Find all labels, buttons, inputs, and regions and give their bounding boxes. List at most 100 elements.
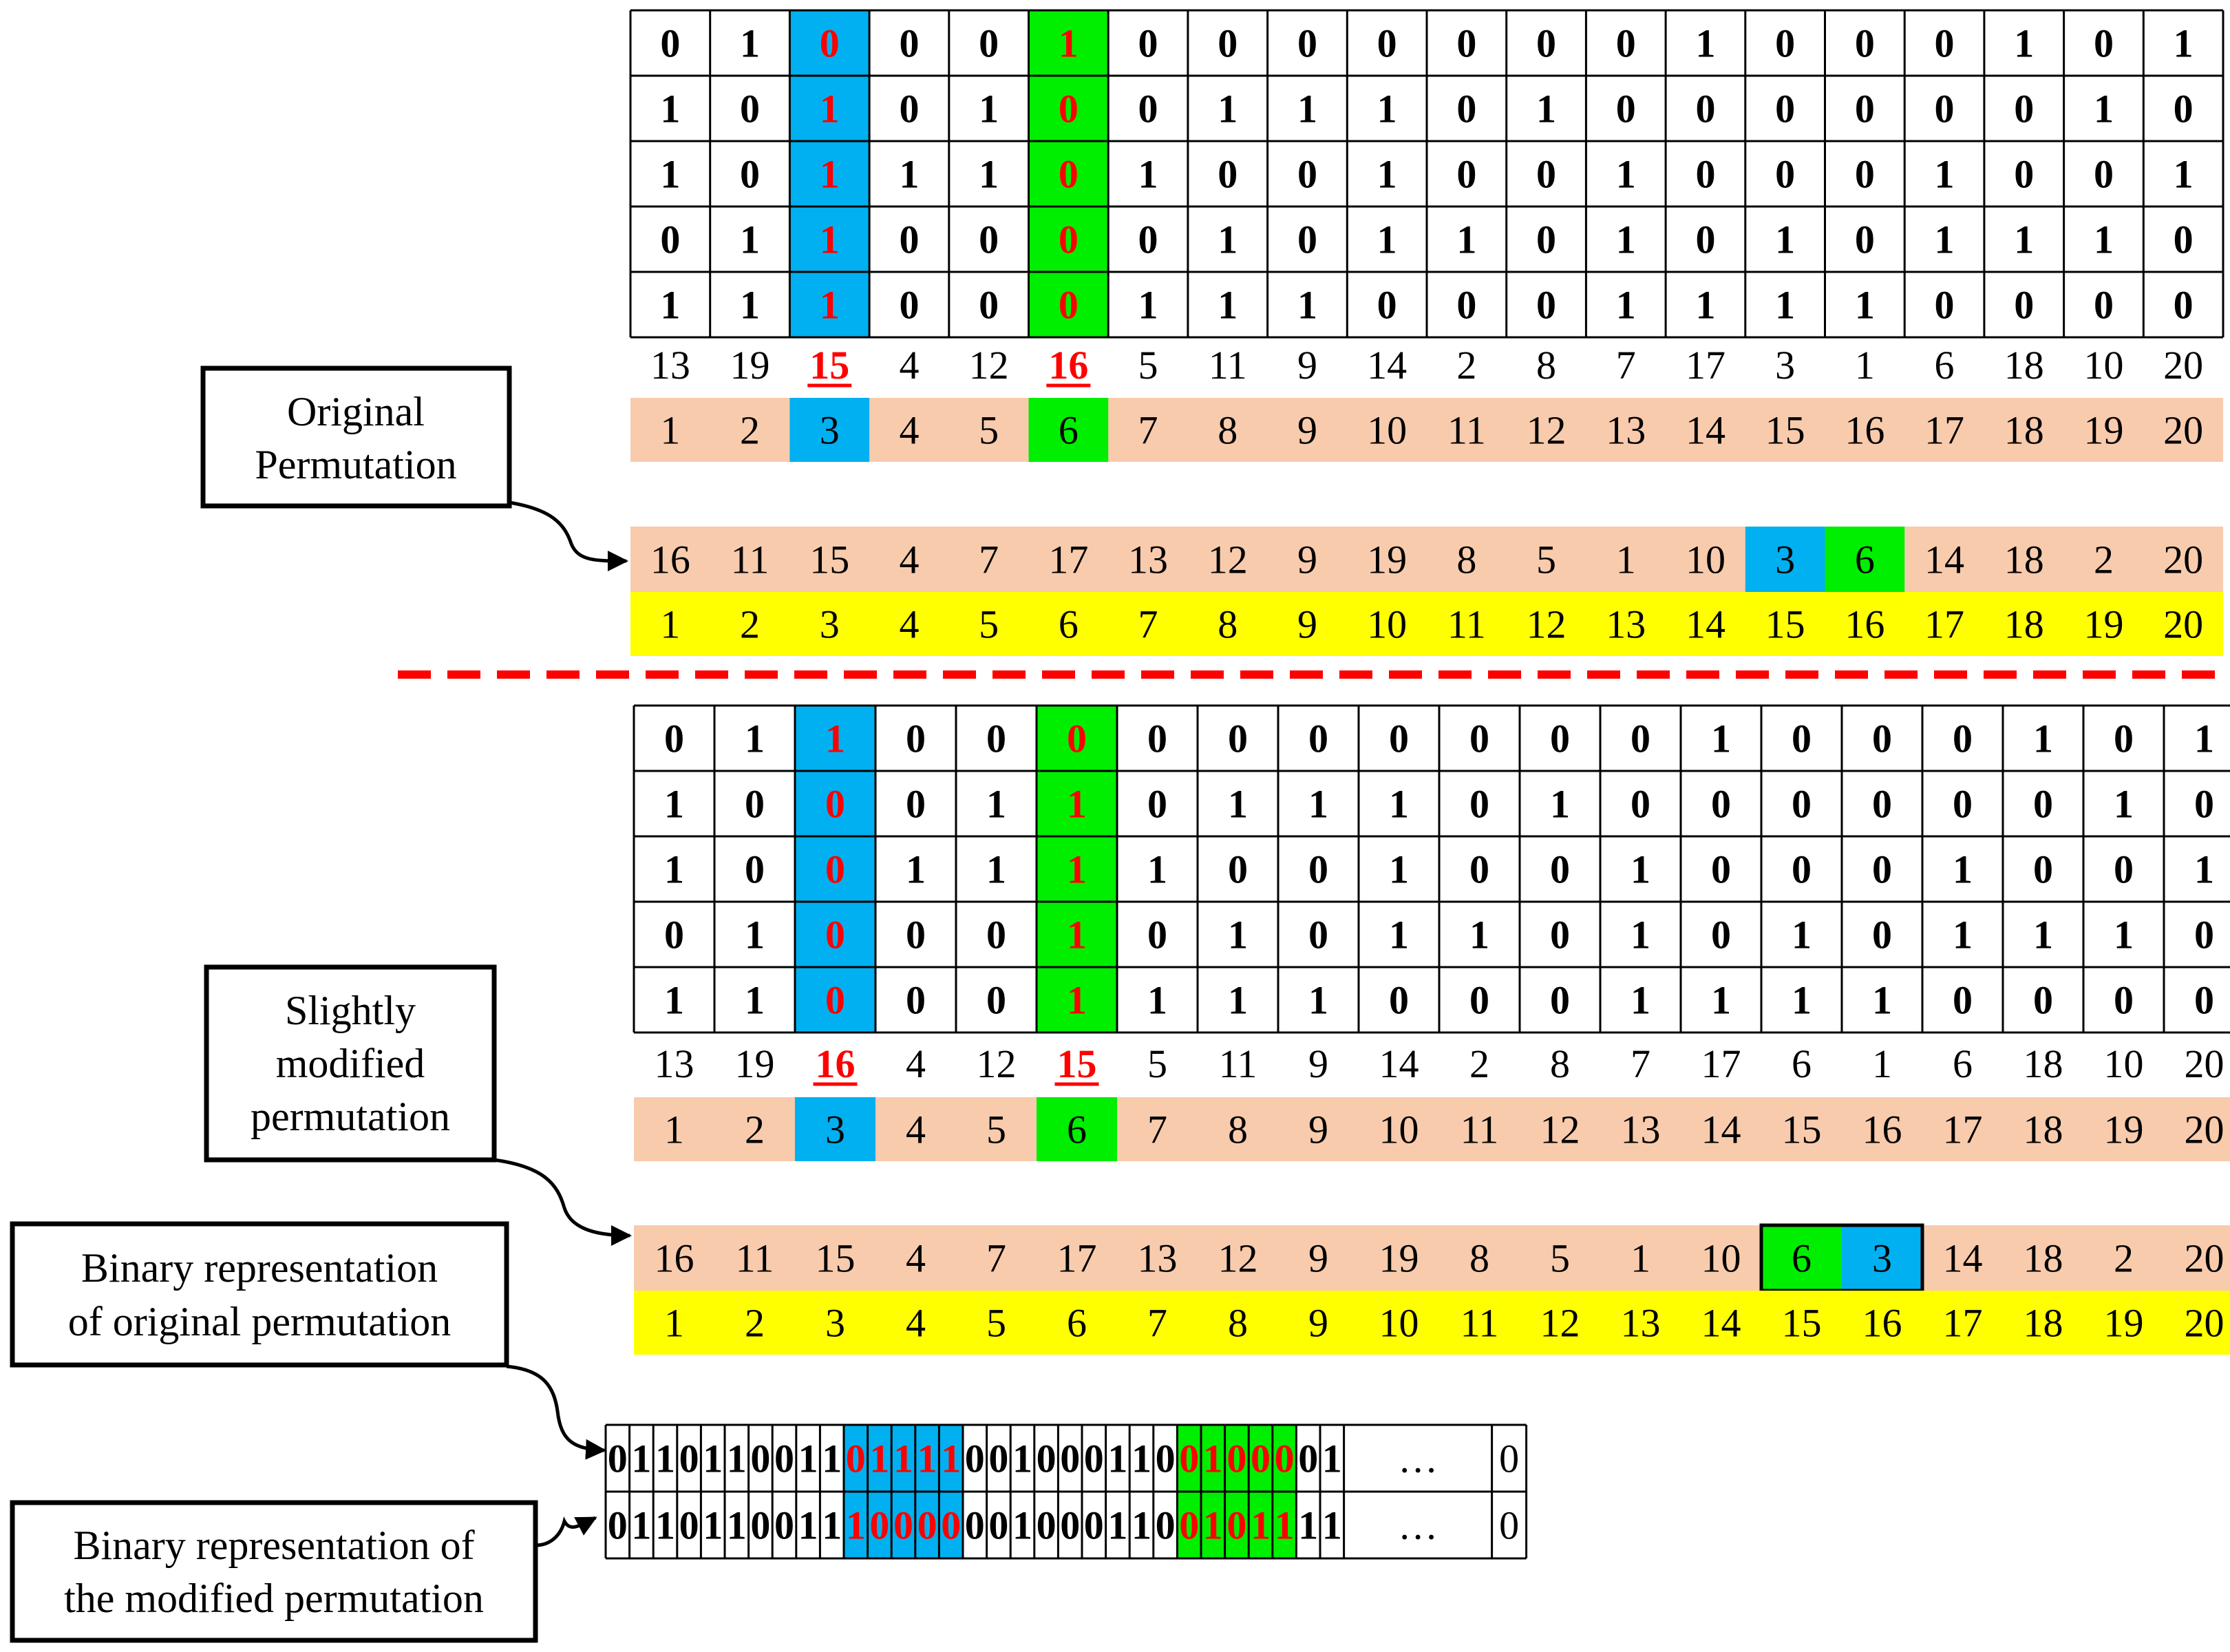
- position-row-background: [634, 1291, 2230, 1355]
- binary-bit: 1: [727, 1437, 747, 1481]
- permutation-value: 15: [816, 1236, 856, 1281]
- matrix-bit: 1: [1228, 782, 1248, 827]
- binary-bit: 0: [1298, 1437, 1318, 1481]
- permutation-value: 19: [1367, 538, 1407, 582]
- matrix-bit: 0: [2094, 152, 2114, 197]
- matrix-bit: 0: [1469, 782, 1489, 827]
- permutation-value: 16: [655, 1236, 694, 1281]
- matrix-bit: 1: [1792, 978, 1812, 1023]
- position-value: 9: [1297, 602, 1317, 647]
- matrix-bit: 1: [2033, 717, 2053, 761]
- column-value: 16: [816, 1041, 856, 1086]
- matrix-bit: 0: [1550, 978, 1570, 1023]
- matrix-bit: 1: [1147, 847, 1167, 892]
- matrix-bit: 0: [660, 218, 680, 262]
- position-value: 14: [1701, 1301, 1741, 1346]
- column-index: 13: [1606, 408, 1646, 453]
- matrix-bit: 1: [1228, 913, 1248, 957]
- matrix-bit: 0: [1536, 218, 1556, 262]
- column-value: 1: [1855, 343, 1875, 388]
- matrix-bit: 1: [899, 152, 919, 197]
- position-value: 16: [1845, 602, 1884, 647]
- binary-bit: 1: [869, 1437, 889, 1481]
- binary-bit: 1: [1322, 1437, 1342, 1481]
- binary-bit: 0: [750, 1437, 770, 1481]
- permutation-value: 13: [1138, 1236, 1178, 1281]
- column-value: 5: [1147, 1041, 1167, 1086]
- index-highlight-cell: [1037, 1097, 1117, 1161]
- position-value: 19: [2083, 602, 2123, 647]
- column-value: 6: [1953, 1041, 1973, 1086]
- matrix-bit: 0: [2194, 913, 2214, 957]
- permutation-value: 10: [1701, 1236, 1741, 1281]
- position-value: 15: [1765, 602, 1805, 647]
- matrix-bit: 0: [1550, 717, 1570, 761]
- matrix-bit: 0: [825, 847, 845, 892]
- matrix-bit: 0: [825, 782, 845, 827]
- binary-bit: 1: [655, 1503, 675, 1548]
- matrix-bit: 1: [1695, 21, 1715, 66]
- position-value: 2: [740, 602, 760, 647]
- position-value: 19: [2104, 1301, 2144, 1346]
- column-value: 18: [2024, 1041, 2063, 1086]
- matrix-highlight-column: [789, 10, 870, 337]
- binary-bit: 0: [774, 1503, 794, 1548]
- matrix-bit: 0: [1872, 782, 1892, 827]
- matrix-bit: 1: [1389, 913, 1409, 957]
- binary-bit: 1: [655, 1437, 675, 1481]
- matrix-bit: 1: [1138, 283, 1158, 328]
- matrix-bit: 0: [979, 283, 999, 328]
- position-value: 4: [906, 1301, 926, 1346]
- column-value: 2: [1456, 343, 1476, 388]
- permutation-value: 1: [1616, 538, 1636, 582]
- column-value: 9: [1308, 1041, 1328, 1086]
- matrix-bit: 0: [1147, 717, 1167, 761]
- column-index: 5: [979, 408, 999, 453]
- matrix-bit: 0: [1218, 21, 1238, 66]
- matrix-bit: 0: [1711, 847, 1731, 892]
- binary-bit: 1: [703, 1503, 723, 1548]
- binary-bit: 0: [608, 1503, 628, 1548]
- column-value: 16: [1048, 343, 1088, 388]
- matrix-bit: 1: [1616, 152, 1636, 197]
- permutation-value: 4: [906, 1236, 926, 1281]
- matrix-bit: 0: [1059, 152, 1079, 197]
- binary-last-bit: 0: [1499, 1437, 1519, 1481]
- matrix-bit: 1: [740, 21, 760, 66]
- column-index: 11: [1461, 1108, 1499, 1152]
- column-index: 7: [1138, 408, 1158, 453]
- binary-bit: 1: [1203, 1503, 1223, 1548]
- label-line: Binary representation of: [73, 1523, 474, 1568]
- label-line: Permutation: [255, 442, 456, 487]
- matrix-bit: 0: [1456, 87, 1476, 131]
- matrix-bit: 1: [1631, 978, 1650, 1023]
- matrix-bit: 0: [1469, 978, 1489, 1023]
- matrix-bit: 0: [1297, 218, 1317, 262]
- matrix-bit: 1: [2014, 218, 2034, 262]
- column-value: 4: [906, 1041, 926, 1086]
- column-index: 14: [1686, 408, 1725, 453]
- matrix-bit: 1: [1550, 782, 1570, 827]
- matrix-bit: 0: [660, 21, 680, 66]
- matrix-bit: 1: [1469, 913, 1489, 957]
- column-index: 4: [906, 1108, 926, 1152]
- binary-bit: 0: [679, 1503, 699, 1548]
- column-value: 12: [969, 343, 1009, 388]
- permutation-value: 5: [1550, 1236, 1570, 1281]
- matrix-bit: 0: [1308, 717, 1328, 761]
- matrix-bit: 1: [1536, 87, 1556, 131]
- matrix-bit: 0: [1872, 847, 1892, 892]
- column-value: 17: [1701, 1041, 1741, 1086]
- matrix-bit: 1: [820, 218, 840, 262]
- position-value: 10: [1379, 1301, 1419, 1346]
- column-index: 1: [664, 1108, 684, 1152]
- matrix-bit: 1: [1067, 847, 1087, 892]
- permutation-value: 6: [1855, 538, 1875, 582]
- column-value: 7: [1631, 1041, 1650, 1086]
- matrix-bit: 0: [825, 978, 845, 1023]
- column-index: 12: [1540, 1108, 1580, 1152]
- binary-bit: 1: [1132, 1503, 1151, 1548]
- permutation-value: 2: [2114, 1236, 2134, 1281]
- position-value: 5: [979, 602, 999, 647]
- position-value: 7: [1138, 602, 1158, 647]
